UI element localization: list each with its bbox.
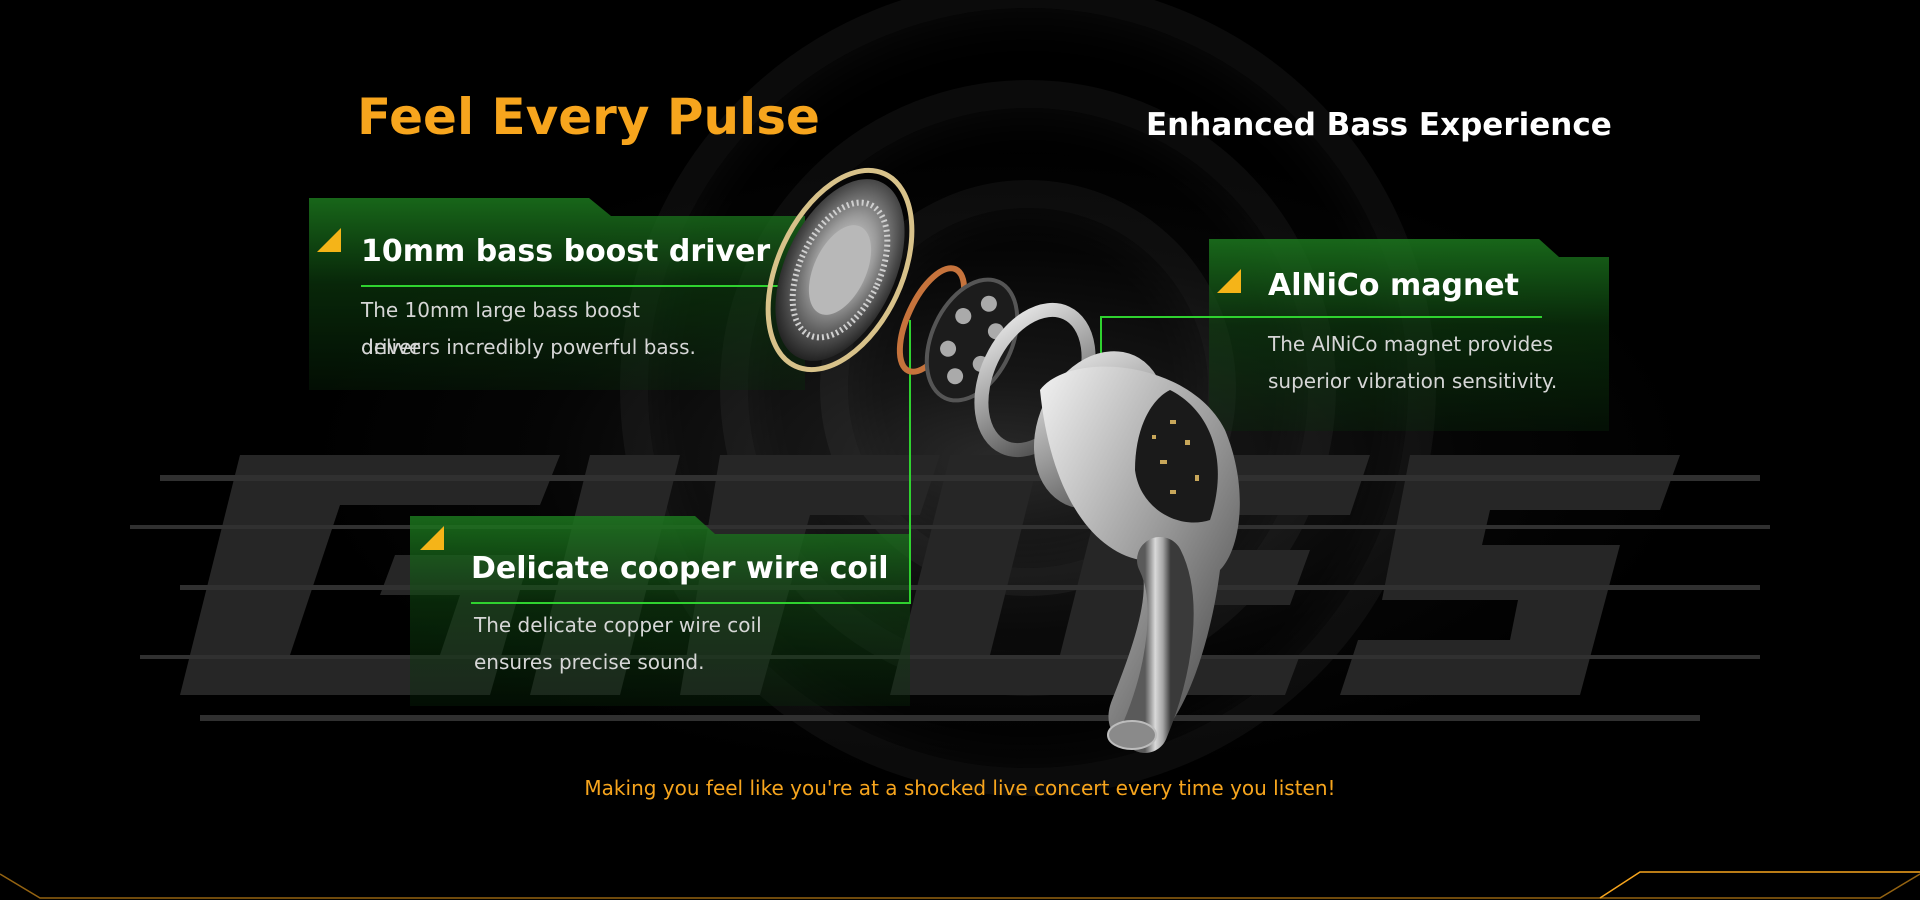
section-title: Feel Every Pulse: [357, 88, 820, 146]
feature-desc-coil-line1: The delicate copper wire coil: [474, 613, 762, 637]
connector-magnet-vertical: [1100, 316, 1102, 374]
earbud-exploded-illustration: [765, 167, 1240, 753]
feature-card-driver: [309, 198, 805, 390]
feature-desc-magnet-line1: The AlNiCo magnet provides: [1268, 332, 1554, 356]
tagline: Making you feel like you're at a shocked…: [584, 776, 1336, 800]
feature-underline-driver: [361, 285, 836, 287]
feature-title-coil: Delicate cooper wire coil: [471, 551, 889, 586]
feature-desc-driver-line2: delivers incredibly powerful bass.: [361, 335, 696, 359]
feature-desc-driver-line1: The 10mm large bass boost driver: [361, 298, 640, 359]
corner-accent-icon: [1217, 269, 1241, 293]
section-subtitle: Enhanced Bass Experience: [1146, 107, 1612, 143]
feature-underline-magnet: [1100, 316, 1542, 318]
corner-accent-icon: [420, 526, 444, 550]
feature-title-driver: 10mm bass boost driver: [361, 234, 771, 269]
connector-coil-vertical: [909, 320, 911, 604]
feature-card-magnet: [1209, 239, 1609, 431]
corner-accent-icon: [317, 228, 341, 252]
bottom-frame-decoration: [0, 871, 1920, 899]
feature-desc-magnet-line2: superior vibration sensitivity.: [1268, 369, 1558, 393]
feature-underline-coil: [471, 602, 911, 604]
feature-card-coil: [410, 516, 910, 706]
feature-title-magnet: AlNiCo magnet: [1268, 268, 1519, 303]
feature-desc-coil-line2: ensures precise sound.: [474, 650, 705, 674]
